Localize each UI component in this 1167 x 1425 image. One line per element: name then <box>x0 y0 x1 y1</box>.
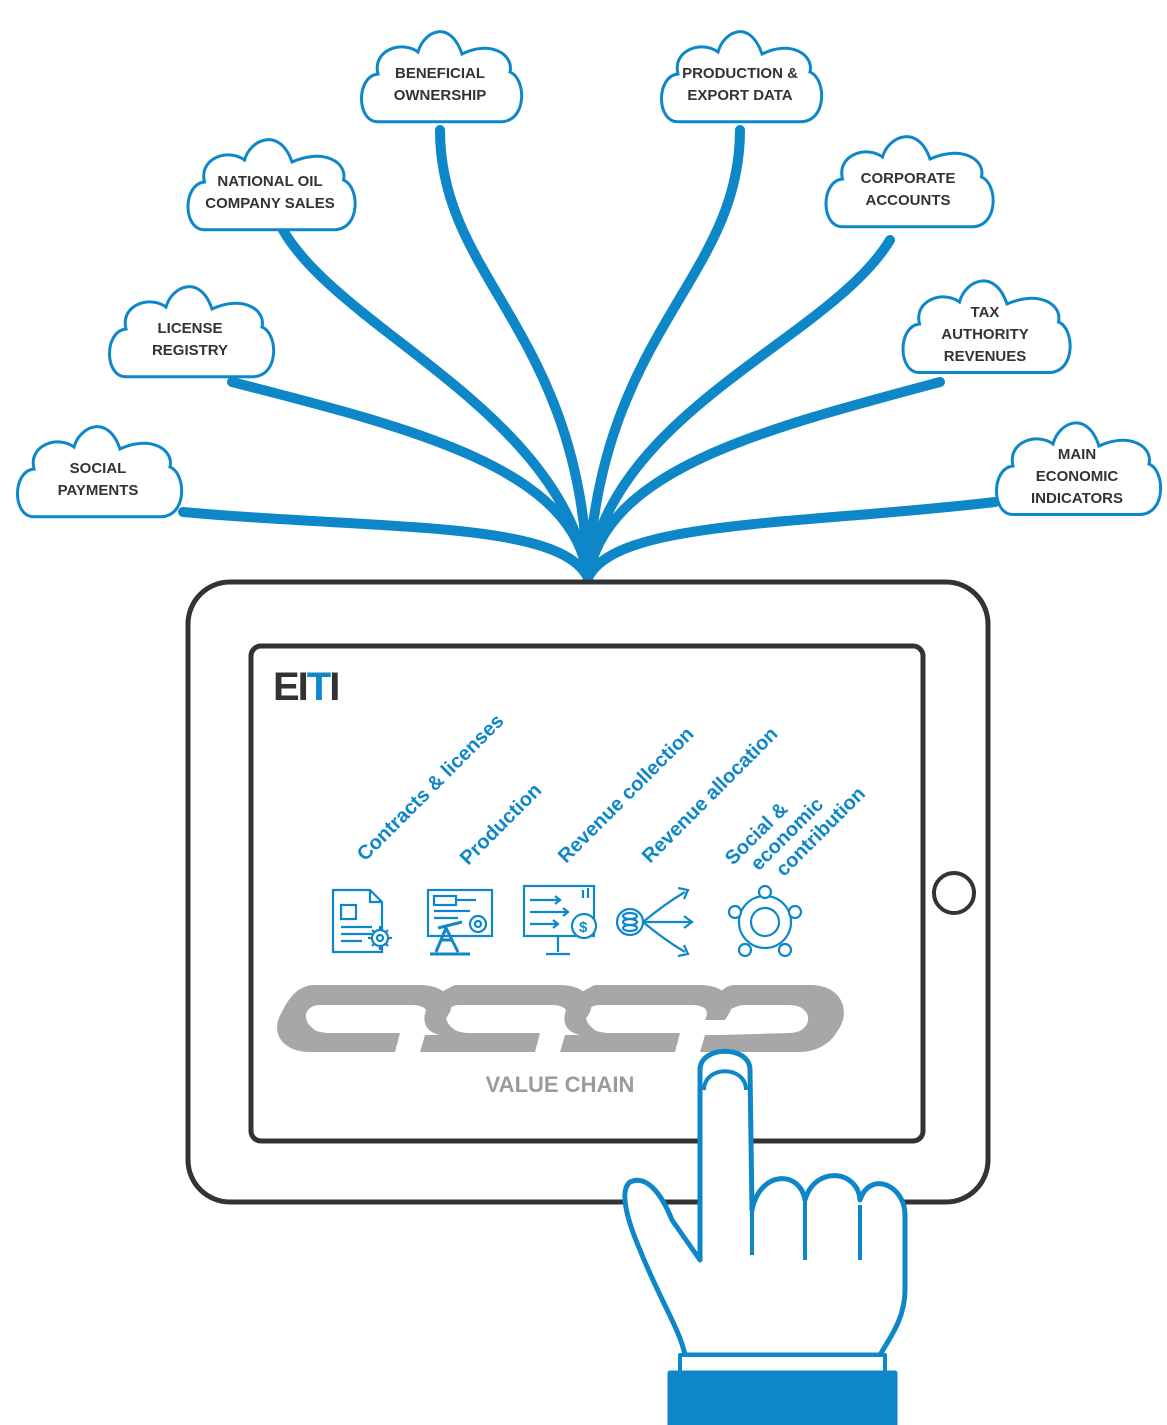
logo-part-3: I <box>329 665 338 709</box>
connector-tax-authority-revenues <box>583 377 945 583</box>
cloud-beneficial-ownership[interactable]: BENEFICIAL OWNERSHIP <box>360 30 523 124</box>
connector-beneficial-ownership <box>435 125 593 583</box>
cloud-label-line: NATIONAL OIL <box>217 173 322 190</box>
home-button-icon[interactable] <box>932 871 976 915</box>
chain-link <box>277 985 452 1052</box>
cloud-shape <box>360 30 523 124</box>
cloud-production-export-data[interactable]: PRODUCTION & EXPORT DATA <box>660 30 823 124</box>
cloud-main-economic-indicators[interactable]: MAIN ECONOMIC INDICATORS <box>995 421 1162 517</box>
cloud-label-line: REGISTRY <box>152 342 228 359</box>
cloud-shape <box>901 279 1072 375</box>
cloud-label-line: PAYMENTS <box>58 482 139 499</box>
cloud-label-line: CORPORATE <box>861 170 956 187</box>
pointing-hand-icon[interactable] <box>622 1048 908 1425</box>
cloud-label-line: INDICATORS <box>1031 490 1123 507</box>
connector-social-payments <box>178 507 593 583</box>
cloud-shape <box>824 135 995 229</box>
connector-production-export-data <box>583 125 745 583</box>
data-source-clouds: SOCIAL PAYMENTS LICENSE REGISTRY NATIONAL OI… <box>16 30 1162 519</box>
cloud-label-line: AUTHORITY <box>941 326 1029 343</box>
value-chain-label: VALUE CHAIN <box>486 1072 635 1097</box>
cloud-label-line: MAIN <box>1058 446 1096 463</box>
data-connectors <box>178 125 1000 583</box>
logo-part-2: T <box>307 665 331 709</box>
cloud-label-line: TAX <box>971 304 1000 321</box>
cloud-social-payments[interactable]: SOCIAL PAYMENTS <box>16 425 183 519</box>
monitor-dollar-icon: $ <box>522 884 598 956</box>
cloud-label-line: REVENUES <box>944 348 1027 365</box>
cloud-label-line: OWNERSHIP <box>394 87 487 104</box>
chain-link <box>560 985 732 1052</box>
svg-text:$: $ <box>579 919 588 936</box>
cloud-corporate-accounts[interactable]: CORPORATE ACCOUNTS <box>824 135 995 229</box>
chain-links-icon <box>277 985 844 1052</box>
connector-corporate-accounts <box>583 235 895 583</box>
sleeve <box>667 1370 898 1425</box>
cloud-label-line: SOCIAL <box>70 460 127 477</box>
cloud-shape <box>660 30 823 124</box>
cloud-shape <box>108 285 275 379</box>
connector-main-economic-indicators <box>583 497 1000 583</box>
oil-pump-board-icon <box>426 888 494 956</box>
chain-link <box>420 985 592 1052</box>
cloud-label-line: BENEFICIAL <box>395 65 485 82</box>
connector-national-oil-company-sales <box>278 225 593 583</box>
stage-icons: $ <box>331 884 803 958</box>
cloud-label-line: COMPANY SALES <box>205 195 334 212</box>
cloud-tax-authority-revenues[interactable]: TAX AUTHORITY REVENUES <box>901 279 1072 375</box>
cloud-national-oil-company-sales[interactable]: NATIONAL OIL COMPANY SALES <box>186 138 357 232</box>
contract-gear-icon <box>331 888 392 954</box>
cloud-label-line: ACCOUNTS <box>866 192 951 209</box>
chain-link <box>700 985 844 1052</box>
cloud-license-registry[interactable]: LICENSE REGISTRY <box>108 285 275 379</box>
logo-part-1: EI <box>273 665 307 709</box>
cloud-shape <box>16 425 183 519</box>
sleeve-cuff <box>678 1353 887 1375</box>
coins-arrows-icon <box>615 886 694 958</box>
cloud-label-line: EXPORT DATA <box>687 87 792 104</box>
cloud-shape <box>995 421 1162 517</box>
cloud-label-line: ECONOMIC <box>1036 468 1119 485</box>
cloud-label-line: PRODUCTION & <box>682 65 798 82</box>
cloud-label-line: LICENSE <box>157 320 222 337</box>
cloud-shape <box>186 138 357 232</box>
eiti-logo: EITI <box>273 665 338 709</box>
people-circle-icon <box>727 884 803 958</box>
